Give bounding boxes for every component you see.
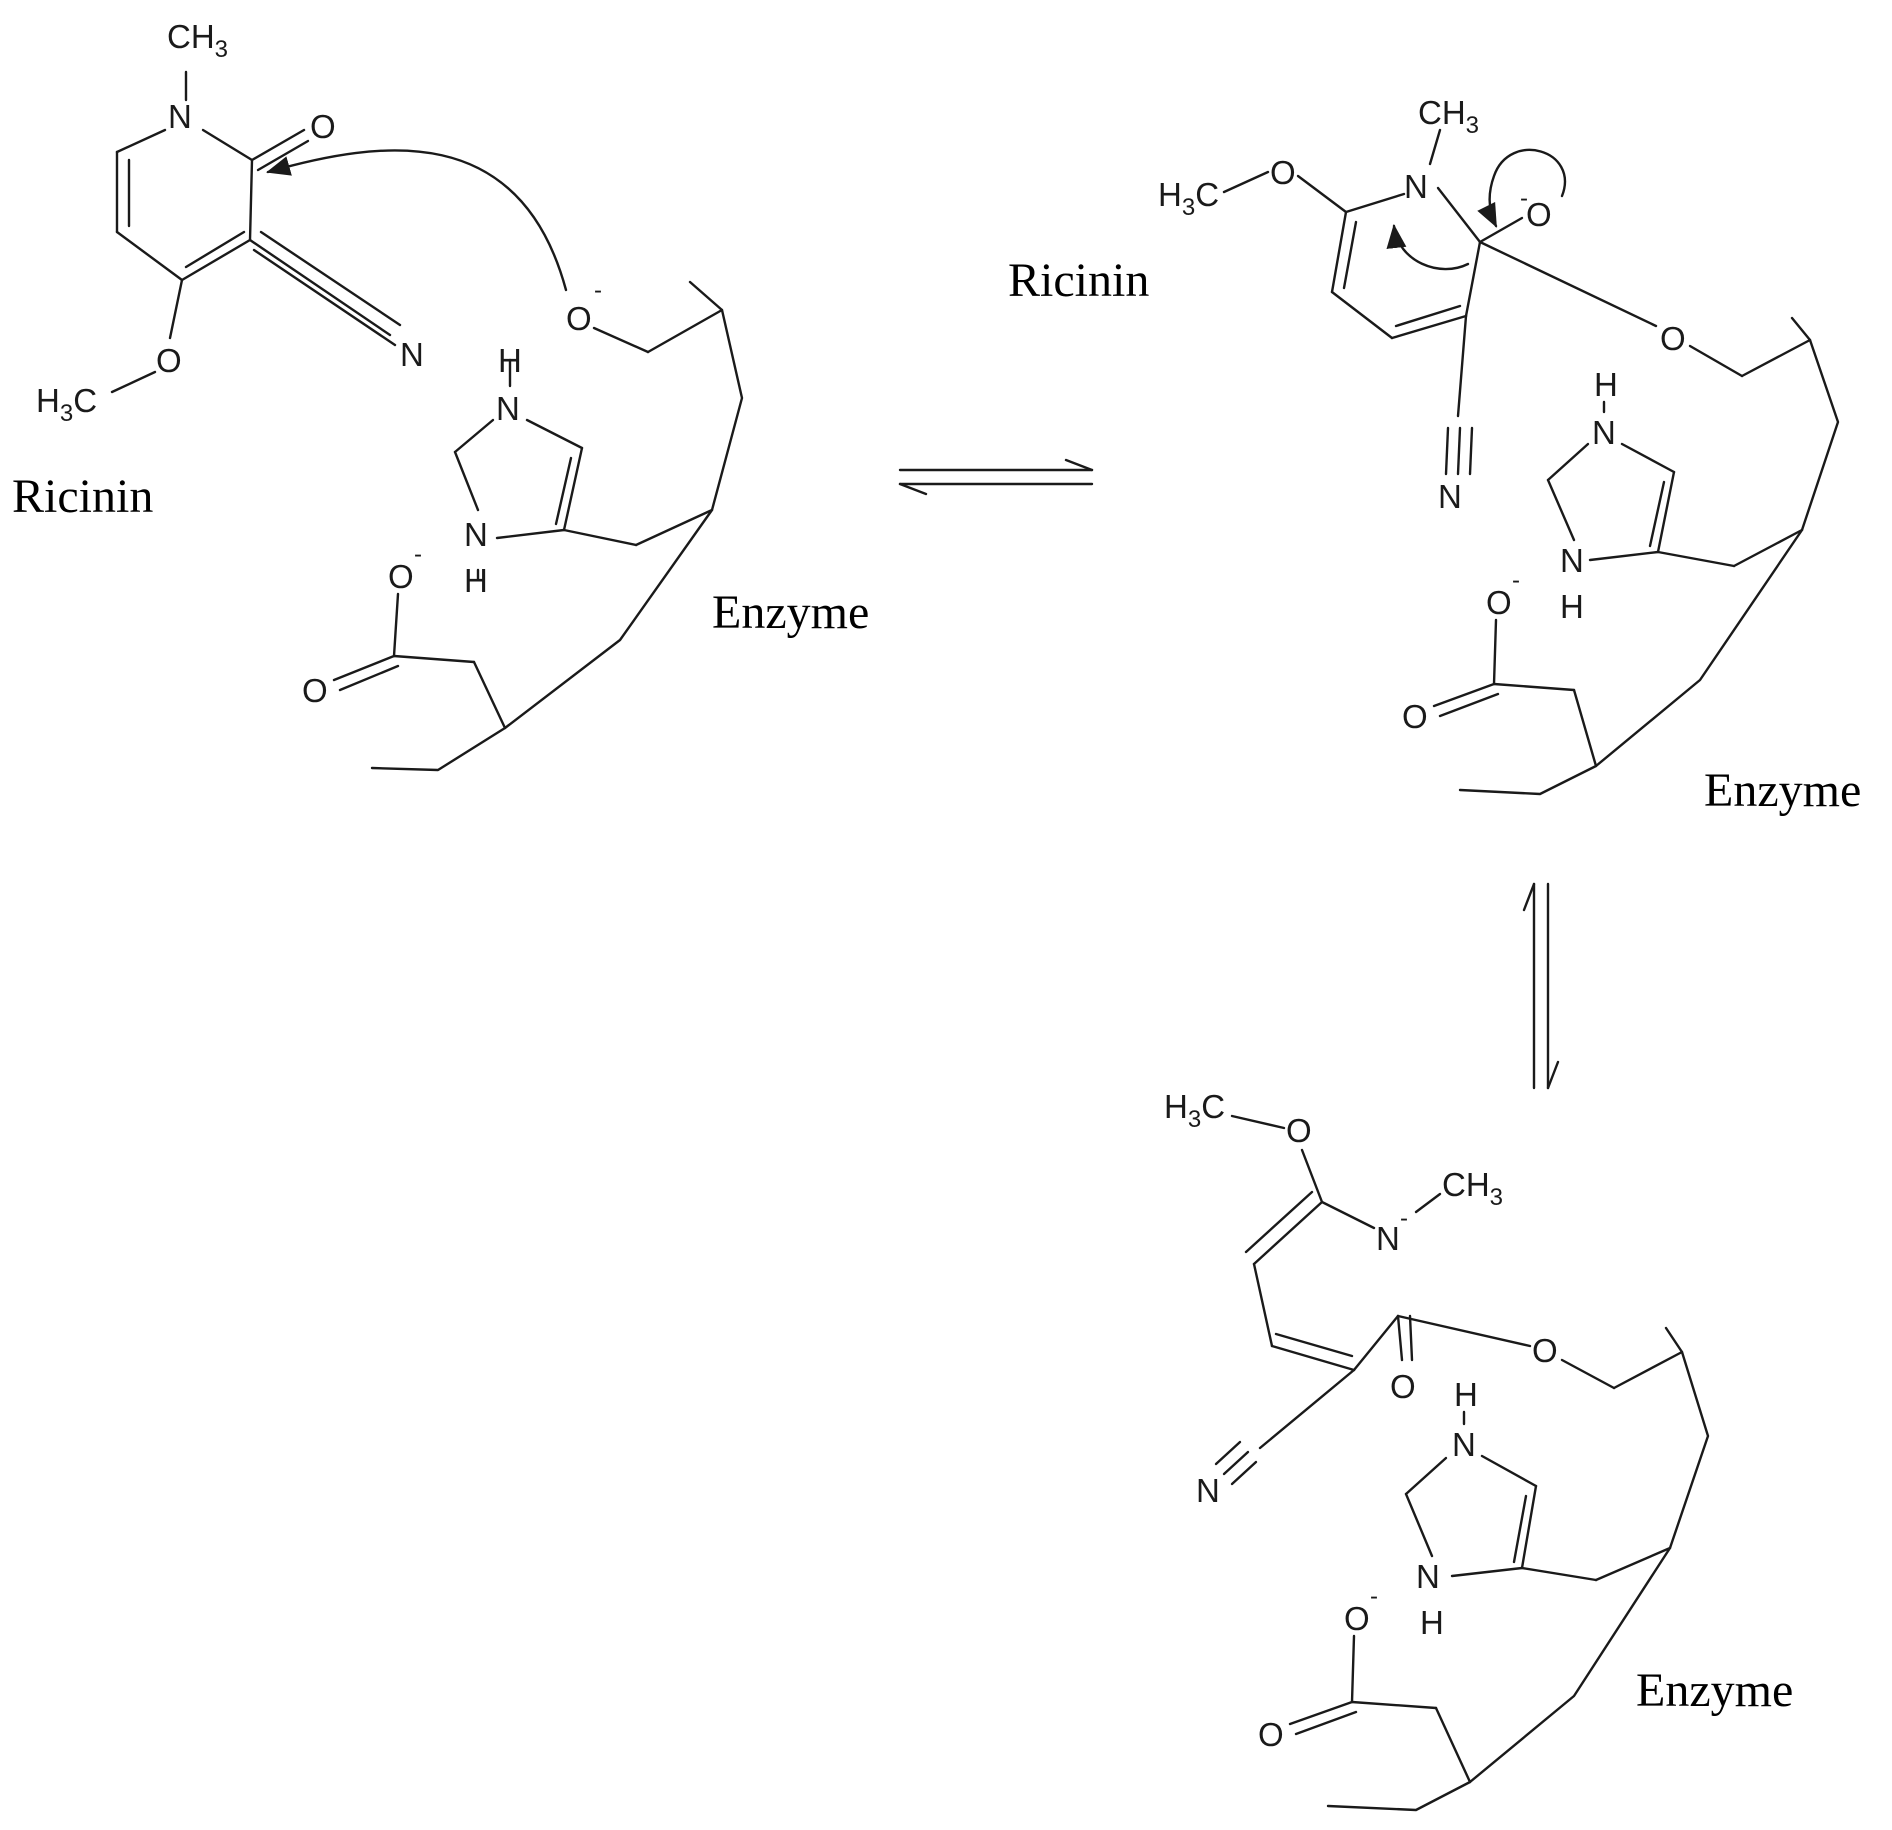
attack-arrow-1 bbox=[266, 149, 568, 292]
atom-h-imid-bot-3: H bbox=[1420, 1604, 1444, 1641]
atom-n-amide-3: N bbox=[1376, 1220, 1400, 1257]
charge-carboxylate-3: - bbox=[1370, 1583, 1378, 1610]
atom-o-carboxylate-3: O bbox=[1344, 1600, 1370, 1637]
label-ricinin-2: Ricinin bbox=[1008, 254, 1149, 307]
atom-n-ring-2: N bbox=[1404, 168, 1428, 205]
imidazole-3: H N N H bbox=[1404, 1376, 1672, 1641]
atom-o-carbonyl-enz-2: O bbox=[1402, 698, 1428, 735]
atom-n-nitrile-3: N bbox=[1196, 1472, 1220, 1509]
atom-n-imid-bot-1: N bbox=[464, 516, 488, 553]
ch3-n-2: CH3 bbox=[1418, 94, 1479, 139]
charge-alkoxide-1: - bbox=[594, 277, 602, 304]
imidazole-2: H N N H bbox=[1546, 366, 1804, 625]
charge-carboxylate-2: - bbox=[1512, 567, 1520, 594]
ricinin-molecule-1: CH3 N O N O H3C bbox=[36, 18, 424, 427]
carboxylate-3: O - O bbox=[1258, 1583, 1472, 1784]
atom-o-carbonyl-1: O bbox=[310, 108, 336, 145]
h3c-methoxy-2: H3C bbox=[1158, 176, 1219, 221]
atom-n-imid-top-2: N bbox=[1592, 414, 1616, 451]
atom-h-imid-top-1: H bbox=[498, 342, 522, 379]
atom-o-carboxylate-1: O bbox=[388, 558, 414, 595]
carboxylate-2: O - O bbox=[1402, 567, 1598, 768]
atom-o-ester-3: O bbox=[1532, 1332, 1558, 1369]
stage-2-tetrahedral-intermediate: H3C O CH3 N O - bbox=[1008, 94, 1861, 817]
atom-h-imid-bot-2: H bbox=[1560, 588, 1584, 625]
atom-o-tetrahedral-2: O bbox=[1526, 196, 1552, 233]
enzyme-backbone-3 bbox=[1326, 1326, 1710, 1812]
atom-o-alkoxide-1: O bbox=[566, 300, 592, 337]
atom-h-imid-bot-1: H bbox=[464, 562, 488, 599]
atom-n-imid-top-1: N bbox=[496, 390, 520, 427]
atom-o-methoxy-3: O bbox=[1286, 1112, 1312, 1149]
label-enzyme-3: Enzyme bbox=[1636, 1664, 1793, 1717]
atom-n-nitrile-1: N bbox=[400, 336, 424, 373]
label-enzyme-1: Enzyme bbox=[712, 586, 869, 639]
ring-opened-product-3: H3C O N - CH3 O O bbox=[1164, 1088, 1558, 1509]
atom-o-carboxylate-2: O bbox=[1486, 584, 1512, 621]
label-enzyme-2: Enzyme bbox=[1704, 764, 1861, 817]
atom-o-carbonyl-enz-1: O bbox=[302, 672, 328, 709]
atom-n-imid-top-3: N bbox=[1452, 1426, 1476, 1463]
lone-pair-arrow-2a bbox=[1386, 224, 1470, 271]
equilibrium-arrow-horizontal bbox=[898, 458, 1094, 496]
atom-o-carbonyl-enz-3: O bbox=[1258, 1716, 1284, 1753]
h3c-methoxy-1: H3C bbox=[36, 382, 97, 427]
enzyme-backbone-2 bbox=[1458, 316, 1840, 796]
atom-n-imid-bot-2: N bbox=[1560, 542, 1584, 579]
stage-1-ricinin-enzyme: CH3 N O N O H3C O - H N bbox=[12, 18, 869, 772]
imidazole-1: H N N H bbox=[453, 342, 714, 599]
atom-n-nitrile-2: N bbox=[1438, 478, 1462, 515]
ch3-n-3: CH3 bbox=[1442, 1166, 1503, 1211]
stage-3-acyl-enzyme: H3C O N - CH3 O O bbox=[1164, 1088, 1793, 1812]
atom-o-enzyme-2: O bbox=[1660, 320, 1686, 357]
charge-n-3: - bbox=[1400, 1205, 1408, 1232]
carboxylate-1: O - O bbox=[302, 541, 507, 730]
lone-pair-arrow-2b bbox=[1477, 148, 1566, 228]
label-ricinin-1: Ricinin bbox=[12, 470, 153, 523]
ricinin-molecule-2: H3C O CH3 N O - bbox=[1158, 94, 1658, 515]
atom-o-carbonyl-3: O bbox=[1390, 1368, 1416, 1405]
atom-o-methoxy-1: O bbox=[156, 342, 182, 379]
atom-h-imid-top-3: H bbox=[1454, 1376, 1478, 1413]
atom-n-imid-bot-3: N bbox=[1416, 1558, 1440, 1595]
charge-carboxylate-1: - bbox=[414, 541, 422, 568]
h3c-methoxy-3: H3C bbox=[1164, 1088, 1225, 1133]
charge-tetrahedral-2: - bbox=[1520, 185, 1528, 212]
atom-n-ring-1: N bbox=[168, 98, 192, 135]
atom-o-methoxy-2: O bbox=[1270, 154, 1296, 191]
enzyme-backbone-1 bbox=[370, 280, 744, 772]
ch3-top-1: CH3 bbox=[167, 18, 228, 63]
equilibrium-arrow-vertical bbox=[1522, 882, 1560, 1090]
atom-h-imid-top-2: H bbox=[1594, 366, 1618, 403]
